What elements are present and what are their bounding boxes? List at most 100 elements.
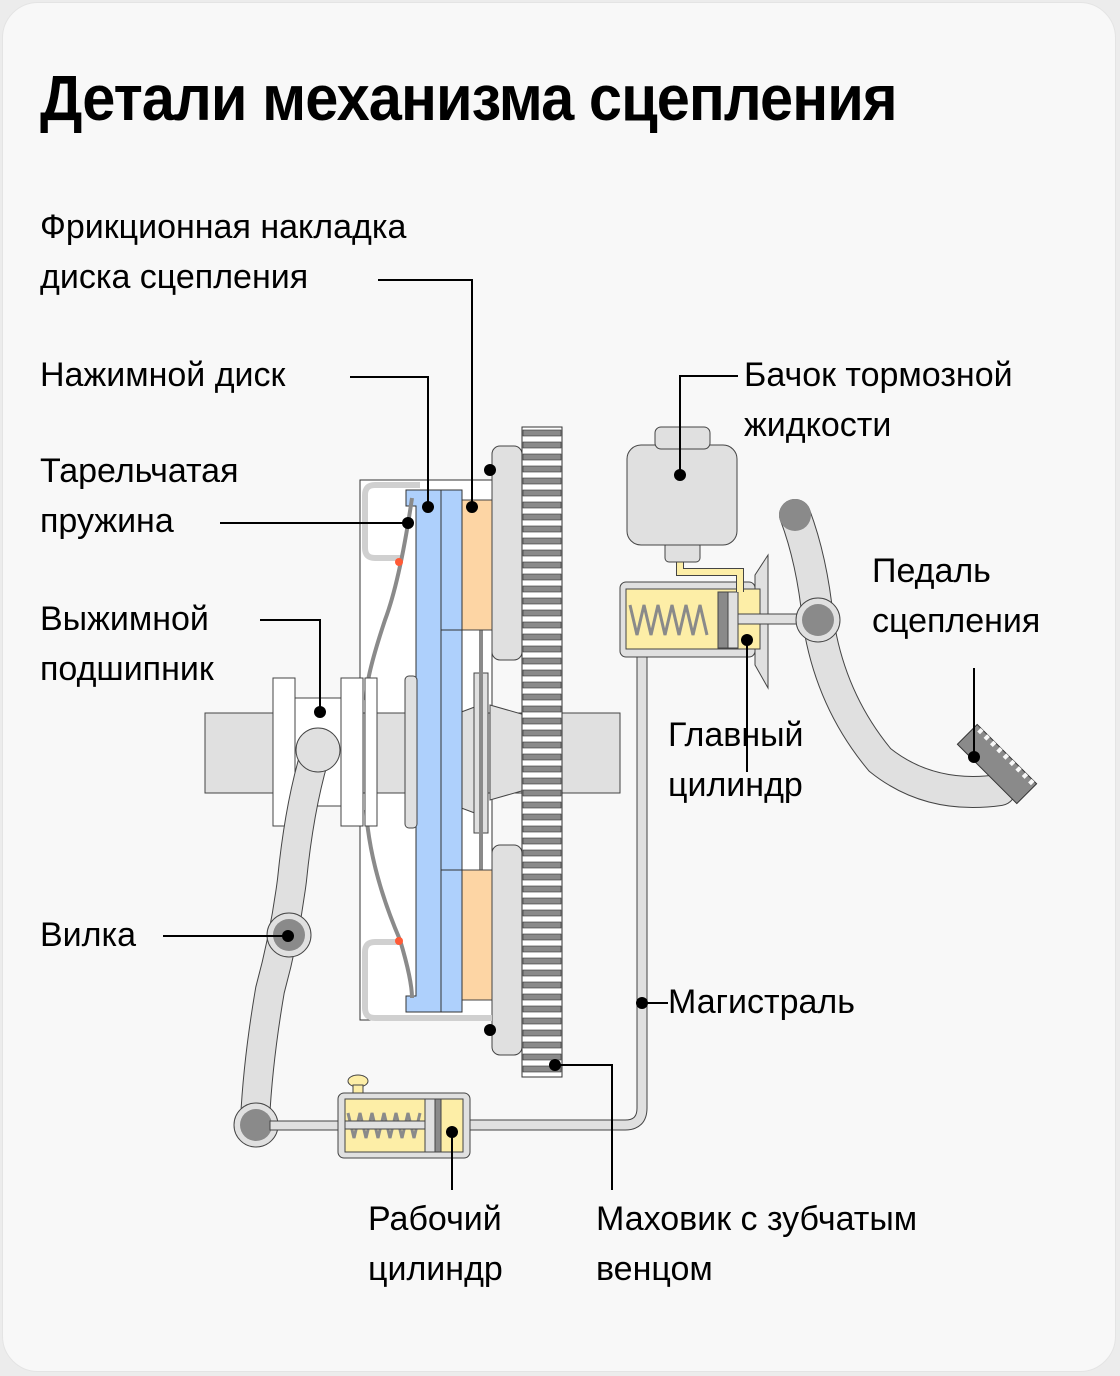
reservoir-feed	[677, 560, 743, 592]
pedal-pad-tooth	[1002, 753, 1010, 760]
gear-tooth	[522, 729, 562, 737]
label-line: Магистраль	[668, 983, 855, 1021]
gear-tooth	[522, 861, 562, 869]
pedal-pad-tooth	[989, 740, 997, 748]
gear-tooth	[522, 525, 562, 533]
flywheel-top	[491, 445, 523, 661]
leader-dots	[282, 469, 980, 1138]
pivot-top	[395, 558, 403, 566]
gear-tooth	[522, 813, 562, 821]
pivot-bottom	[395, 937, 403, 945]
gear-tooth	[522, 1017, 562, 1025]
gear-tooth	[522, 945, 562, 953]
gear-tooth	[522, 453, 562, 461]
bolt-bottom	[484, 1024, 496, 1036]
slave-spring	[346, 1112, 422, 1139]
cover-bracket-top	[362, 482, 420, 561]
bolt-top	[484, 464, 496, 476]
gear-tooth	[522, 633, 562, 641]
gear-tooth	[522, 477, 562, 485]
gear-tooth	[522, 657, 562, 665]
gear-tooth	[522, 897, 562, 905]
leader-lines	[163, 279, 975, 1190]
pedal-joint	[802, 604, 834, 636]
fluid-reservoir	[626, 444, 738, 546]
gear-tooth	[522, 561, 562, 569]
master-spring	[628, 604, 709, 636]
ring-gear	[521, 426, 563, 1078]
gear-tooth	[522, 585, 562, 593]
gear-tooth	[522, 837, 562, 845]
gear-tooth	[522, 669, 562, 677]
gear-tooth	[522, 1041, 562, 1049]
pedal-pad-tooth	[977, 727, 984, 735]
page-title: Детали механизма сцепления	[40, 62, 898, 134]
gear-tooth	[522, 1029, 562, 1037]
gear-tooth	[522, 1005, 562, 1013]
gear-tooth	[522, 513, 562, 521]
label-fork: Вилка	[40, 916, 137, 954]
gear-tooth	[522, 789, 562, 797]
gear-tooth	[522, 765, 562, 773]
gear-tooth	[522, 501, 562, 509]
gear-tooth	[522, 621, 562, 629]
gear-tooth	[522, 465, 562, 473]
gear-tooth	[522, 489, 562, 497]
diaphragm-spring-bottom	[364, 809, 414, 999]
gear-tooth	[522, 741, 562, 749]
gear-tooth	[522, 969, 562, 977]
pedal-pad-tooth	[996, 747, 1003, 754]
gear-tooth	[522, 441, 562, 449]
pedal-pad-tooth	[1028, 778, 1035, 786]
gear-tooth	[522, 777, 562, 785]
gear-tooth	[522, 537, 562, 545]
gear-tooth	[522, 825, 562, 833]
gear-tooth	[522, 801, 562, 809]
gear-tooth	[522, 573, 562, 581]
gear-tooth	[522, 549, 562, 557]
pedal-pad-tooth	[983, 734, 990, 741]
gear-tooth	[522, 909, 562, 917]
gear-tooth	[522, 693, 562, 701]
gear-tooth	[522, 597, 562, 605]
gear-tooth	[522, 681, 562, 689]
gear-tooth	[522, 849, 562, 857]
pedal-pad-tooth	[1009, 759, 1016, 767]
gear-tooth	[522, 705, 562, 713]
bearing-ring-right	[340, 677, 364, 827]
gear-tooth	[522, 609, 562, 617]
gear-tooth	[522, 921, 562, 929]
label-pressure-plate: Нажимной диск	[40, 356, 286, 394]
gear-tooth	[522, 717, 562, 725]
gear-tooth	[522, 429, 562, 437]
gear-tooth	[522, 933, 562, 941]
gear-tooth	[522, 1053, 562, 1061]
friction-lining-top	[461, 499, 493, 631]
gear-tooth	[522, 993, 562, 1001]
clutch-pedal-arm	[780, 500, 1015, 807]
gear-tooth	[522, 753, 562, 761]
gear-tooth	[522, 645, 562, 653]
pedal-pad-tooth	[1021, 772, 1029, 779]
pedal-pad	[956, 723, 1038, 805]
gear-tooth	[522, 957, 562, 965]
gear-tooth	[522, 981, 562, 989]
pedal-pad-tooth	[1015, 766, 1022, 773]
gear-tooth	[522, 1065, 562, 1073]
gear-tooth	[522, 885, 562, 893]
reservoir-cap	[654, 426, 711, 450]
hub-right	[489, 704, 526, 801]
pedal-pivot	[779, 499, 811, 531]
fork-head	[295, 727, 341, 773]
fork-end-joint	[240, 1109, 272, 1141]
friction-lining-bottom	[461, 869, 493, 1001]
